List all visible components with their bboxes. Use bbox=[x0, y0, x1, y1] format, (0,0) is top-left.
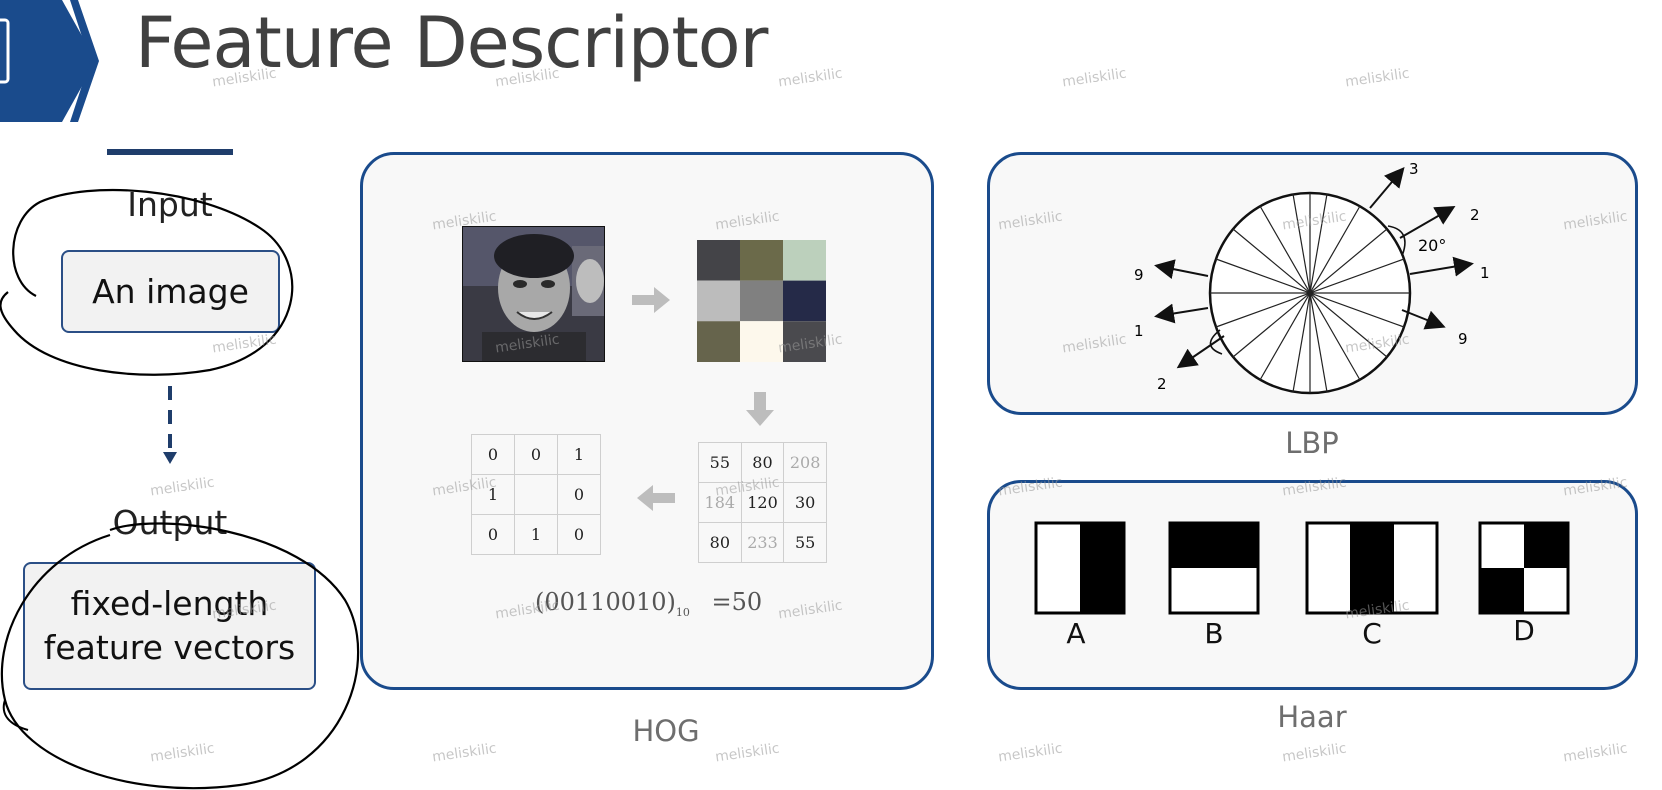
binary-value: 1 bbox=[514, 514, 558, 555]
lbp-label-9: 9 bbox=[1458, 330, 1468, 348]
haar-features bbox=[1034, 521, 1570, 615]
formula-binary: (00110010) bbox=[535, 588, 676, 616]
lbp-label-2-left: 2 bbox=[1157, 375, 1167, 393]
down-arrow-gray-icon bbox=[746, 392, 774, 426]
output-box-line2: feature vectors bbox=[43, 628, 296, 667]
face-photo bbox=[462, 226, 605, 362]
title-underline bbox=[107, 149, 233, 155]
haar-label-c: C bbox=[1362, 617, 1382, 650]
lbp-label-3: 3 bbox=[1409, 160, 1419, 178]
watermark: meliskilic bbox=[997, 740, 1064, 766]
lbp-label-1-left: 1 bbox=[1134, 322, 1144, 340]
binary-grid: 0 0 1 1 0 0 1 0 bbox=[471, 434, 601, 555]
pixel-value-grid: 55 80 208 184 120 30 80 233 55 bbox=[698, 442, 827, 563]
handdrawn-annotations bbox=[0, 188, 360, 790]
binary-value: 0 bbox=[557, 514, 601, 555]
haar-label-a: A bbox=[1066, 617, 1086, 650]
lbp-label-9-left: 9 bbox=[1134, 266, 1144, 284]
binary-value: 1 bbox=[471, 474, 515, 515]
watermark: meliskilic bbox=[1061, 65, 1128, 91]
page-title: Feature Descriptor bbox=[135, 2, 768, 84]
header-chevron-icon bbox=[0, 0, 99, 122]
haar-label-d: D bbox=[1513, 614, 1535, 647]
output-box-line1: fixed-length bbox=[70, 584, 269, 623]
lbp-circle-diagram bbox=[1154, 166, 1474, 395]
hog-panel bbox=[360, 152, 934, 690]
binary-value bbox=[514, 474, 558, 515]
watermark: meliskilic bbox=[777, 65, 844, 91]
down-arrow-icon bbox=[163, 386, 177, 464]
binary-value: 0 bbox=[514, 434, 558, 475]
right-arrow-icon bbox=[632, 287, 670, 313]
formula-base: 10 bbox=[675, 605, 690, 619]
pixel-value: 233 bbox=[740, 522, 785, 563]
haar-label-b: B bbox=[1204, 617, 1224, 650]
lbp-formula: (00110010)10 =50 bbox=[535, 588, 762, 619]
hog-caption: HOG bbox=[632, 714, 700, 748]
left-arrow-icon bbox=[637, 485, 675, 511]
formula-result: =50 bbox=[711, 588, 763, 616]
watermark: meliskilic bbox=[1344, 65, 1411, 91]
watermark: meliskilic bbox=[1562, 740, 1629, 766]
binary-value: 1 bbox=[557, 434, 601, 475]
input-box: An image bbox=[61, 250, 280, 333]
lbp-angle-label: 20° bbox=[1418, 236, 1447, 255]
pixel-value: 55 bbox=[783, 522, 827, 563]
pixel-value: 120 bbox=[740, 482, 785, 523]
lbp-caption: LBP bbox=[1285, 426, 1339, 460]
pixel-value: 55 bbox=[698, 442, 742, 483]
haar-caption: Haar bbox=[1277, 700, 1347, 734]
pixel-value: 30 bbox=[783, 482, 827, 523]
output-box: fixed-length feature vectors bbox=[23, 562, 316, 690]
pixel-value: 80 bbox=[698, 522, 742, 563]
binary-value: 0 bbox=[557, 474, 601, 515]
lbp-label-2: 2 bbox=[1470, 206, 1480, 224]
watermark: meliskilic bbox=[431, 740, 498, 766]
output-label: Output bbox=[112, 503, 228, 542]
pixel-value: 184 bbox=[698, 482, 742, 523]
lbp-label-1: 1 bbox=[1480, 264, 1490, 282]
cell-color-grid bbox=[697, 240, 826, 362]
watermark: meliskilic bbox=[1281, 740, 1348, 766]
binary-value: 0 bbox=[471, 514, 515, 555]
pixel-value: 208 bbox=[783, 442, 827, 483]
binary-value: 0 bbox=[471, 434, 515, 475]
